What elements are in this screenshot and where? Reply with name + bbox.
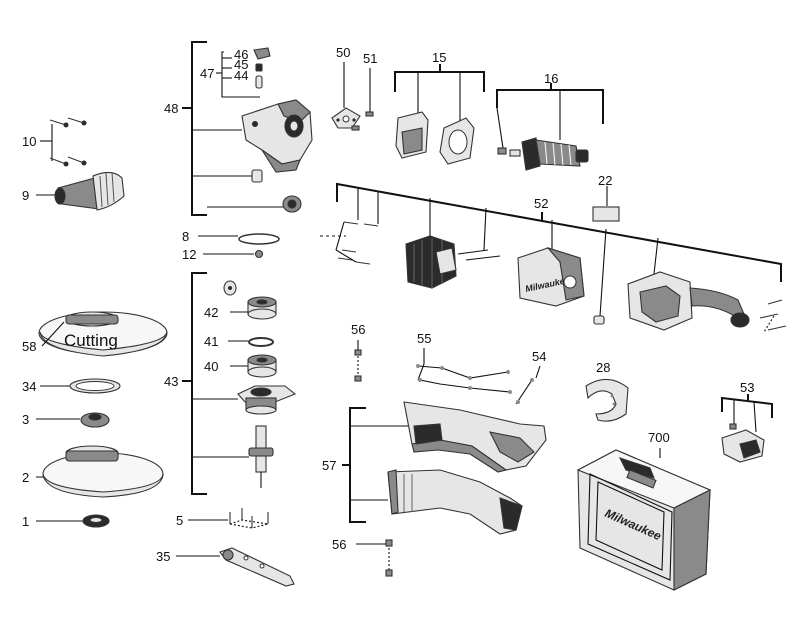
part-5-screws xyxy=(188,508,269,529)
part-gear-housing xyxy=(192,99,313,173)
part-22-label xyxy=(592,186,620,222)
callout-47: 47 xyxy=(200,66,214,81)
part-bearing-sleeve xyxy=(192,169,263,183)
callout-40: 40 xyxy=(204,359,218,374)
bracket-53 xyxy=(721,396,773,418)
part-8-o-ring xyxy=(198,233,280,245)
part-16-armature xyxy=(497,137,589,171)
bracket-48 xyxy=(191,41,207,216)
part-50-plate xyxy=(331,107,361,129)
part-1-nut xyxy=(36,514,110,528)
part-51-screws xyxy=(351,111,374,131)
callout-43: 43 xyxy=(164,374,178,389)
part-spindle-gear xyxy=(192,425,274,488)
callout-56-bottom: 56 xyxy=(332,537,346,552)
callout-15: 15 xyxy=(432,50,446,65)
part-41-retaining-ring xyxy=(228,337,274,347)
callout-46: 46 xyxy=(234,47,248,62)
callout-44: 44 xyxy=(234,68,248,83)
callout-50: 50 xyxy=(336,45,350,60)
part-57-handle-half-a xyxy=(403,401,547,473)
callout-56-top: 56 xyxy=(351,322,365,337)
callout-8: 8 xyxy=(182,229,189,244)
part-58-cutting-guard: Cutting xyxy=(38,311,168,357)
part-small-bearing xyxy=(223,280,237,296)
callout-9: 9 xyxy=(22,188,29,203)
callout-2: 2 xyxy=(22,470,29,485)
part-44-46-lock-button xyxy=(222,47,271,98)
callout-52: 52 xyxy=(534,196,548,211)
part-56-screw-bottom xyxy=(385,539,393,577)
part-700-carrying-case: Milwaukee xyxy=(576,449,712,591)
part-53-switch-assembly xyxy=(721,423,765,463)
callout-700: 700 xyxy=(648,430,670,445)
part-40-bearing xyxy=(230,354,277,378)
part-57-handle-half-b xyxy=(387,469,523,535)
part-34-ring xyxy=(40,378,121,394)
part-cap xyxy=(207,195,302,213)
callout-35: 35 xyxy=(156,549,170,564)
callout-16: 16 xyxy=(544,71,558,86)
bracket-43 xyxy=(191,272,207,495)
part-52-motor-housing: Milwaukee xyxy=(517,246,585,307)
part-56-screw-top xyxy=(354,349,362,382)
part-52-rear-screws xyxy=(759,299,787,333)
part-2-guard xyxy=(36,445,164,498)
callout-41: 41 xyxy=(204,334,218,349)
bracket-15 xyxy=(394,71,485,92)
part-15-baffle-and-brush-plate xyxy=(395,111,475,165)
callout-57: 57 xyxy=(322,458,336,473)
part-55-springs xyxy=(416,363,512,394)
part-3-flange xyxy=(36,412,110,428)
callout-42: 42 xyxy=(204,305,218,320)
part-bearing-plate xyxy=(192,385,297,415)
bracket-57 xyxy=(349,407,366,523)
guard-text: Cutting xyxy=(64,331,118,350)
callout-58: 58 xyxy=(22,339,36,354)
part-9-handle xyxy=(36,171,125,211)
callout-48: 48 xyxy=(164,101,178,116)
part-54-spring xyxy=(515,378,534,405)
part-28-clip xyxy=(585,378,629,422)
callout-5: 5 xyxy=(176,513,183,528)
callout-3: 3 xyxy=(22,412,29,427)
callout-51: 51 xyxy=(363,51,377,66)
callout-34: 34 xyxy=(22,379,36,394)
callout-45: 45 xyxy=(234,57,248,72)
callout-22: 22 xyxy=(598,173,612,188)
callout-1: 1 xyxy=(22,514,29,529)
bracket-52 xyxy=(336,182,782,282)
part-pin xyxy=(593,315,605,325)
callout-12: 12 xyxy=(182,247,196,262)
callout-28: 28 xyxy=(596,360,610,375)
part-52-stator xyxy=(405,235,501,289)
part-52-rear-housing xyxy=(627,271,750,331)
part-12-small-nut xyxy=(203,249,264,259)
callout-53: 53 xyxy=(740,380,754,395)
bracket-16 xyxy=(496,89,604,124)
part-52-screws xyxy=(320,221,379,265)
part-35-wrench xyxy=(176,547,295,587)
callout-10: 10 xyxy=(22,134,36,149)
callout-55: 55 xyxy=(417,331,431,346)
callout-54: 54 xyxy=(532,349,546,364)
part-10-screws xyxy=(40,117,87,167)
part-42-bearing xyxy=(230,296,277,320)
